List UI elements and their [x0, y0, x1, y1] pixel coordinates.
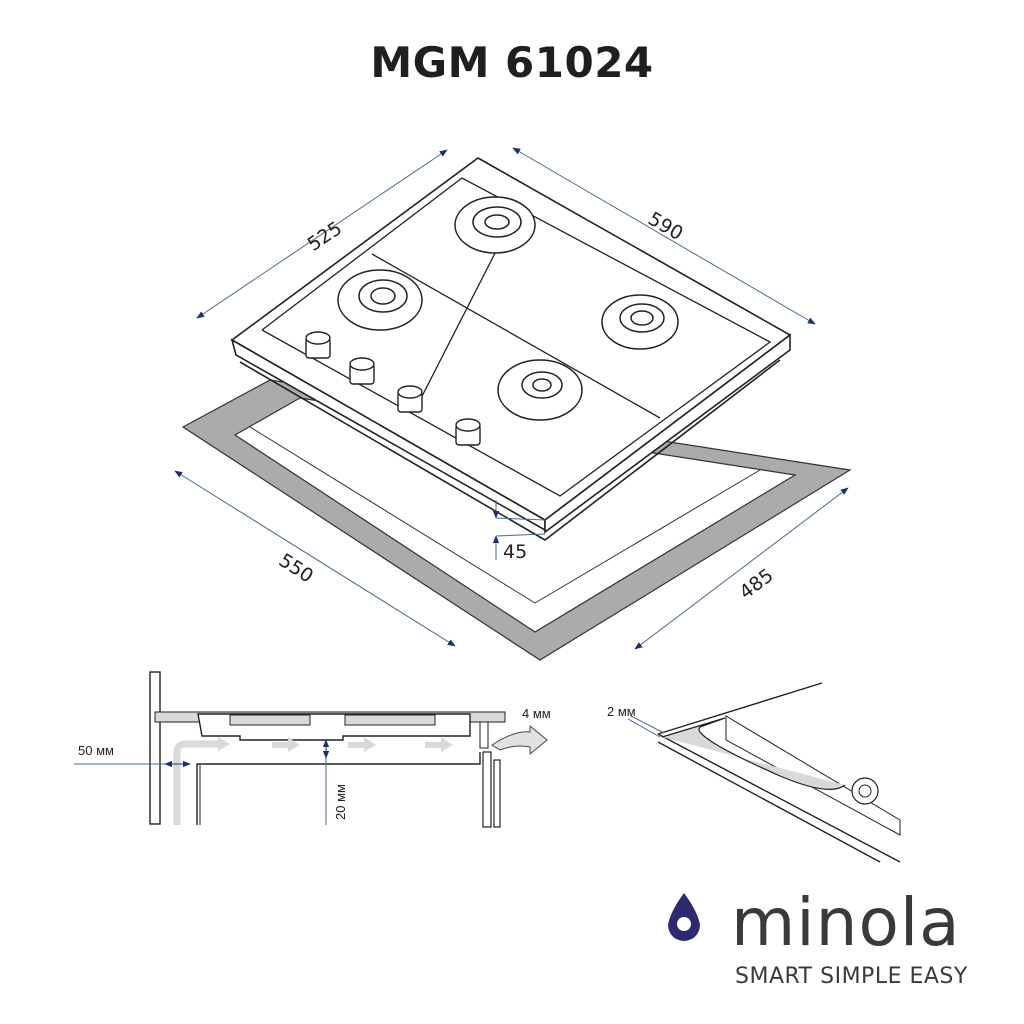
- dim-525: 525: [304, 217, 346, 256]
- knob-1: [305, 331, 331, 359]
- label-seal-thickness: 2 мм: [607, 704, 636, 719]
- knob-3: [397, 385, 423, 413]
- label-side-clearance: 50 мм: [78, 743, 114, 758]
- burner-rear-left: [337, 269, 423, 331]
- dim-590: 590: [644, 208, 686, 245]
- dim-45: 45: [503, 541, 527, 563]
- dimension-lines: [174, 147, 849, 650]
- burner-rear-right: [454, 196, 536, 254]
- brand-name: minola: [731, 884, 961, 961]
- dim-485: 485: [735, 564, 777, 603]
- burner-front-left: [497, 359, 583, 421]
- model-title: MGM 61024: [370, 38, 654, 87]
- knob-2: [349, 357, 375, 385]
- minola-drop-logo-icon: [668, 893, 700, 941]
- dim-550: 550: [275, 549, 317, 587]
- knob-4: [455, 418, 481, 446]
- control-knobs: [305, 331, 481, 446]
- seal-diagram: [627, 682, 901, 863]
- label-air-gap: 20 мм: [333, 784, 348, 820]
- installation-cross-section: [74, 671, 548, 828]
- burner-front-right: [601, 294, 679, 350]
- label-vent-gap: 4 мм: [522, 706, 551, 721]
- brand-tagline: SMART SIMPLE EASY: [735, 964, 968, 989]
